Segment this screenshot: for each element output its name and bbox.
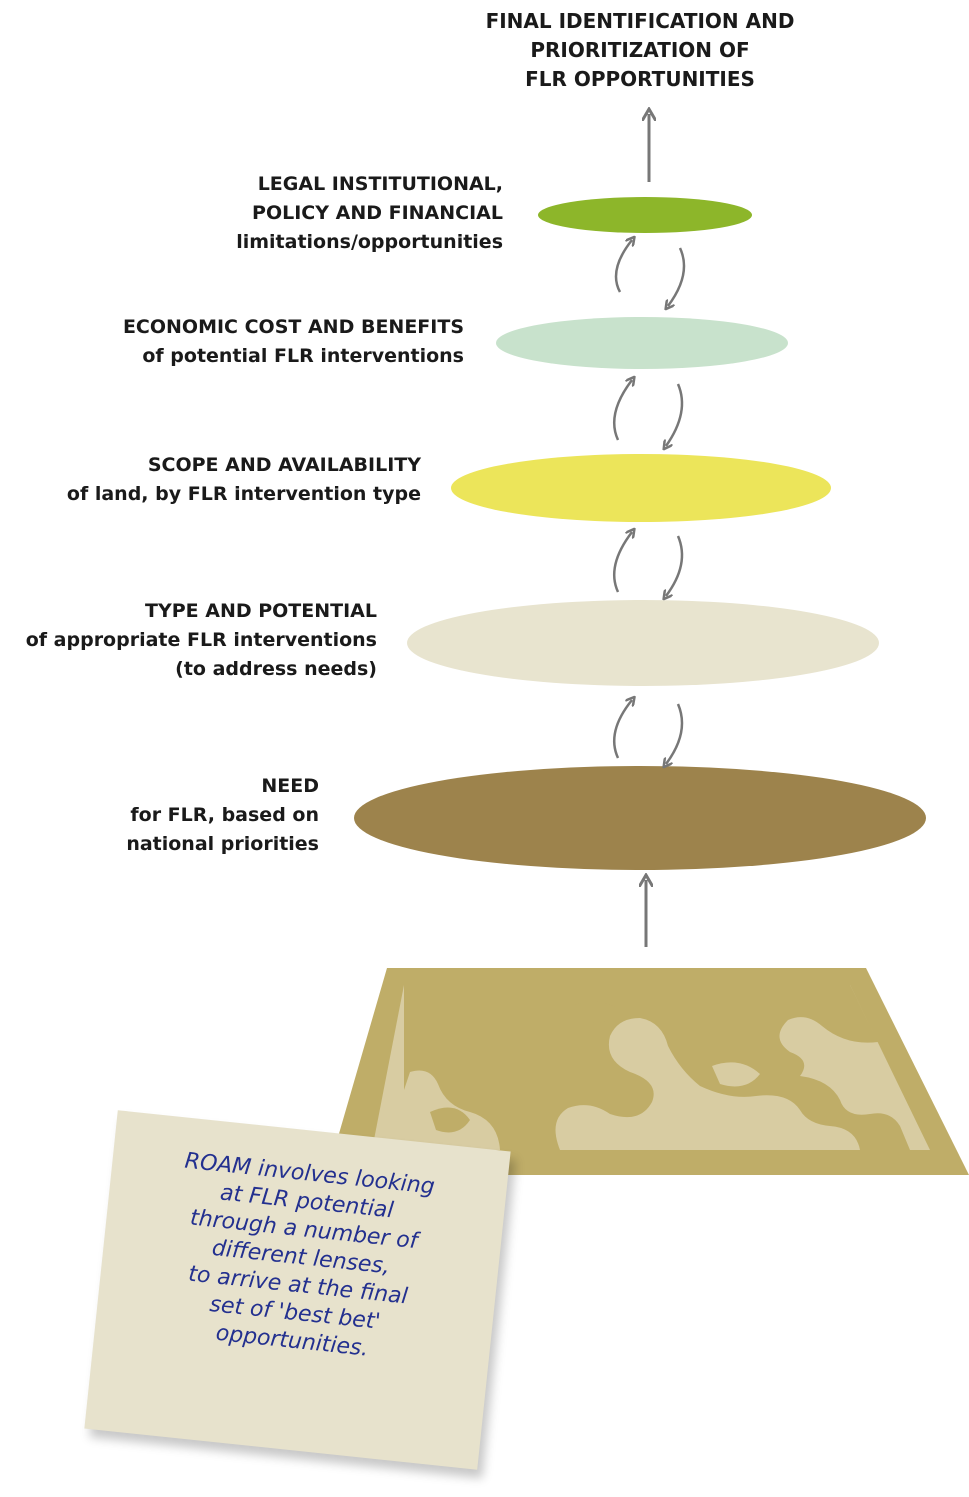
label-legal-cap-1: LEGAL INSTITUTIONAL,: [257, 173, 503, 195]
final-title-line-2: PRIORITIZATION OF: [530, 38, 750, 62]
label-legal-cap-2: POLICY AND FINANCIAL: [252, 202, 503, 224]
map-island-1: [575, 1001, 620, 1023]
world-map: [327, 968, 969, 1175]
map-island-3: [712, 1062, 760, 1087]
sticky-note: ROAM involves looking at FLR potential t…: [84, 1110, 511, 1470]
lens-economic: [496, 317, 788, 369]
cycle-arrows-1: [614, 240, 686, 306]
final-title: FINAL IDENTIFICATION AND PRIORITIZATION …: [430, 7, 850, 94]
label-scope-sub-1: of land, by FLR intervention type: [66, 483, 421, 505]
lens-scope: [451, 454, 831, 522]
cycle-arrows-3: [612, 532, 684, 596]
label-need-cap-1: NEED: [261, 775, 319, 797]
label-need-sub-2: national priorities: [126, 833, 319, 855]
label-scope: SCOPE AND AVAILABILITY of land, by FLR i…: [67, 451, 421, 509]
final-title-line-1: FINAL IDENTIFICATION AND: [485, 9, 795, 33]
label-economic-cap-1: ECONOMIC COST AND BENEFITS: [122, 316, 464, 338]
sticky-note-text: ROAM involves looking at FLR potential t…: [94, 1140, 507, 1376]
cycle-arrows-2: [612, 380, 684, 446]
label-legal: LEGAL INSTITUTIONAL, POLICY AND FINANCIA…: [236, 170, 503, 257]
label-economic-sub-1: of potential FLR interventions: [142, 345, 464, 367]
lens-legal: [538, 197, 752, 233]
label-type-cap-1: TYPE AND POTENTIAL: [145, 600, 377, 622]
map-island-2: [430, 1107, 470, 1133]
map-island-4: [600, 1119, 687, 1150]
final-title-line-3: FLR OPPORTUNITIES: [525, 67, 755, 91]
label-need-sub-1: for FLR, based on: [130, 804, 319, 826]
cycle-arrows-4: [612, 700, 684, 764]
lens-type: [407, 600, 879, 686]
map-landmass: [404, 985, 910, 1150]
label-type-sub-2: (to address needs): [175, 658, 377, 680]
label-type-sub-1: of appropriate FLR interventions: [25, 629, 377, 651]
label-legal-sub-1: limitations/opportunities: [236, 231, 503, 253]
label-scope-cap-1: SCOPE AND AVAILABILITY: [147, 454, 421, 476]
label-need: NEED for FLR, based on national prioriti…: [126, 772, 319, 859]
label-economic: ECONOMIC COST AND BENEFITS of potential …: [123, 313, 464, 371]
lens-need: [354, 766, 926, 870]
label-type: TYPE AND POTENTIAL of appropriate FLR in…: [26, 597, 377, 684]
